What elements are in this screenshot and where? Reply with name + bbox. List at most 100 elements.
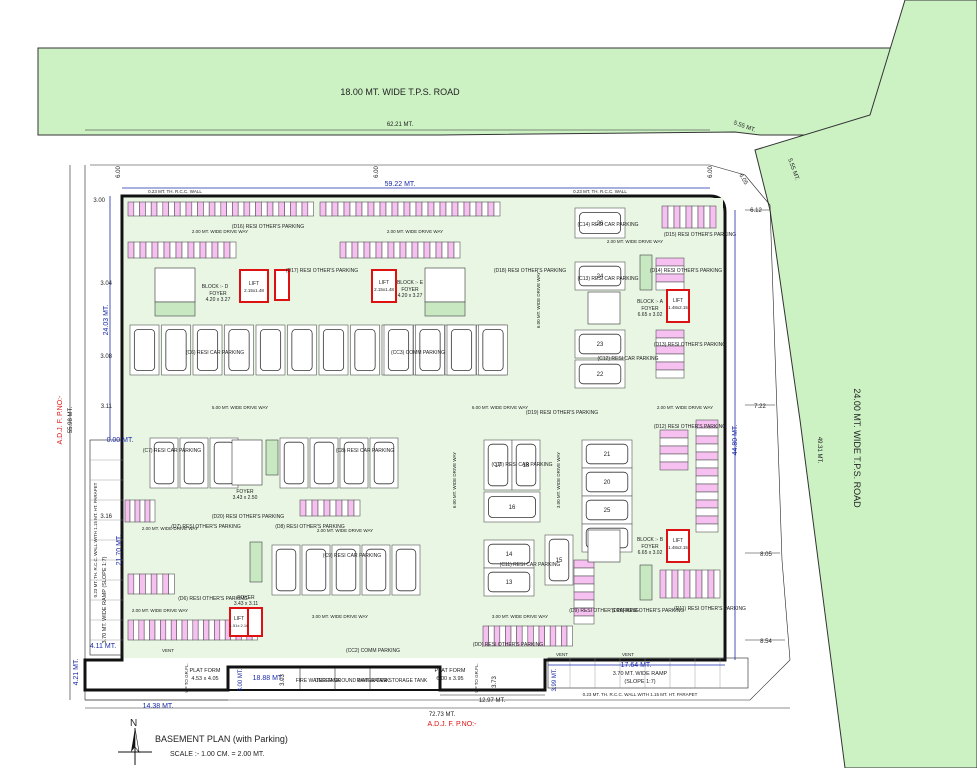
- right-ramp-slope: (SLOPE 1:7): [624, 679, 655, 685]
- two-wheeler-stall: [429, 241, 437, 259]
- two-wheeler-stall: [205, 241, 213, 259]
- dim-right-road: 49.31 MT.: [816, 437, 822, 464]
- dim-bottom-v2: 3.03: [280, 674, 286, 686]
- car-stall: [287, 324, 317, 376]
- two-wheeler-stall: [659, 569, 667, 599]
- two-wheeler-stall: [445, 201, 453, 217]
- two-wheeler-stall: [145, 241, 153, 259]
- two-wheeler-stall: [214, 201, 222, 217]
- driveway-3m-vert: 3.00 MT. WIDE DRIVE WAY: [556, 452, 561, 508]
- plot-boundary: [84, 164, 791, 701]
- car-stall: [350, 324, 380, 376]
- block-e-lift-dim: 2.15x1.48: [374, 287, 394, 292]
- two-wheeler-stall: [695, 483, 719, 493]
- two-wheeler-stall: [695, 467, 719, 477]
- car-stall: [383, 324, 414, 376]
- two-wheeler-stall: [255, 201, 262, 217]
- two-wheeler-stall: [278, 201, 285, 217]
- margin-2: 6.00: [374, 166, 380, 178]
- two-wheeler-stall: [143, 619, 150, 641]
- block-d-dim: 4.20 x 3.27: [206, 297, 231, 303]
- two-wheeler-stall: [351, 241, 359, 259]
- dim-left-2: 3.04: [100, 281, 112, 287]
- dim-right-4: 8.54: [760, 639, 772, 645]
- driveway-6m-vert: 6.00 MT. WIDE DRIVE WAY: [536, 272, 541, 328]
- block-d-core: BLOCK :- D FOYER 4.20 x 3.27 LIFT 2.15x1…: [154, 267, 290, 317]
- car-stall: [224, 324, 254, 376]
- two-wheeler-stall: [243, 201, 251, 217]
- two-wheeler-stall: [176, 619, 183, 641]
- two-wheeler-stall: [441, 241, 449, 259]
- two-wheeler-stall: [373, 201, 381, 217]
- tank-room: [227, 666, 441, 691]
- two-wheeler-stall: [133, 201, 140, 217]
- two-wheeler-stall: [701, 569, 709, 599]
- two-wheeler-stall: [305, 499, 313, 517]
- car-stall: 16: [483, 491, 541, 523]
- two-wheeler-stall: [211, 241, 219, 259]
- two-wheeler-stall: [379, 201, 387, 217]
- two-wheeler-stall: [169, 241, 177, 259]
- block-f-core: FOYER 3.43 x 3.11 LIFT 1.51x 2.16: [229, 541, 263, 637]
- two-wheeler-stall: [667, 205, 675, 229]
- block-f-lift-dim: 1.51x 2.16: [230, 623, 249, 628]
- two-wheeler-stall: [451, 201, 459, 217]
- two-wheeler-stall: [175, 241, 183, 259]
- car-stall: [279, 437, 309, 489]
- top-road-label: 18.00 MT. WIDE T.P.S. ROAD: [340, 87, 460, 97]
- two-wheeler-stall: [162, 201, 169, 217]
- zone-c7: (C7) RESI CAR PARKING: [143, 448, 201, 454]
- two-wheeler-stall: [156, 201, 164, 217]
- two-wheeler-stall: [397, 201, 405, 217]
- car-stall: 18: [511, 439, 541, 491]
- dim-left-6: 4.11 MT.: [90, 643, 116, 650]
- car-stall: [339, 437, 369, 489]
- car-stall-number: 13: [506, 580, 513, 586]
- two-wheeler-stall: [707, 569, 715, 599]
- zone-c13: (C13) RESI CAR PARKING: [577, 276, 638, 282]
- rcc-left-label: 0.23 MT. TH. R.C.C. WALL WITH 1.15 MT. H…: [93, 482, 98, 597]
- zone-d20: (D20) RESI OTHER'S PARKING: [212, 514, 284, 520]
- two-wheeler-stall: [149, 499, 156, 523]
- driveway-3m-2: 3.00 MT. WIDE DRIVE WAY: [492, 614, 548, 619]
- two-wheeler-stall: [433, 201, 441, 217]
- block-d-lift: LIFT: [249, 281, 259, 287]
- two-wheeler-stall: [415, 201, 423, 217]
- car-stall: [271, 544, 301, 596]
- zone-d13: (D13) RESI OTHER'S PARKING: [654, 342, 726, 348]
- vent-label-2: VENT: [556, 652, 568, 657]
- two-wheeler-stall: [181, 241, 189, 259]
- block-d-name: BLOCK :- D: [202, 284, 229, 290]
- dim-left-5: 3.16: [100, 514, 112, 520]
- rcc-bottom-label: 0.23 MT. TH. R.C.C. WALL WITH 1.15 MT. H…: [583, 692, 698, 697]
- plat-left-dim: 4.53 x 4.05: [191, 676, 218, 682]
- right-road-label: 24.00 MT. WIDE T.P.S. ROAD: [852, 388, 862, 508]
- car-stall: [192, 324, 223, 376]
- two-wheeler-stall: [319, 201, 327, 217]
- two-wheeler-stall: [345, 241, 353, 259]
- block-d-foyer: FOYER: [209, 291, 227, 297]
- dim-right-3: 8.05: [760, 552, 772, 558]
- two-wheeler-stall: [695, 435, 719, 445]
- two-wheeler-stall: [387, 241, 395, 259]
- block-a-core: BLOCK :- A FOYER 6.65 x 3.02 LIFT 1.48x2…: [587, 254, 690, 325]
- dim-left-8: 0.00 MT.: [107, 437, 134, 444]
- dim-right-inner: 44.80 MT.: [732, 425, 739, 456]
- two-wheeler-stall: [549, 625, 557, 647]
- dim-bottom-right-a: 12.97 MT.: [479, 698, 506, 704]
- driveway-2m-right: 2.00 MT. WIDE DRIVE WAY: [607, 239, 663, 244]
- two-wheeler-stall: [655, 369, 685, 379]
- zone-d16: (D16) RESI OTHER'S PARKING: [232, 224, 304, 230]
- two-wheeler-stall: [655, 329, 685, 339]
- two-wheeler-stall: [133, 573, 140, 595]
- two-wheeler-stall: [573, 591, 595, 601]
- ramp-hatch-right: [569, 658, 721, 688]
- two-wheeler-stall: [331, 201, 339, 217]
- dim-left-overall: 55.98 MT.: [68, 407, 74, 434]
- two-wheeler-stall: [695, 507, 719, 517]
- block-b-core: BLOCK :- B FOYER 6.65 x 3.02 LIFT 1.48x2…: [587, 529, 690, 601]
- dim-right-2: 7.22: [754, 404, 766, 410]
- two-wheeler-stall: [695, 569, 703, 599]
- up-gl-right: UP TO GR.FL.: [474, 663, 479, 692]
- two-wheeler-stall: [307, 201, 314, 217]
